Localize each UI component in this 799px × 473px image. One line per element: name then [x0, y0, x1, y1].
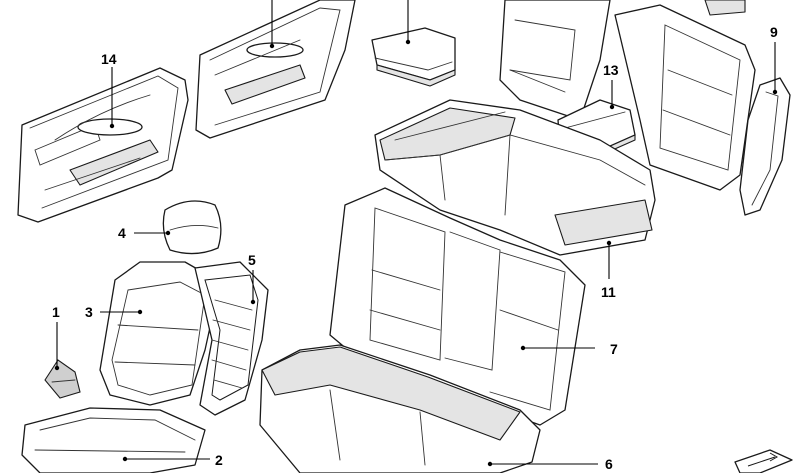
callout-9: 9	[770, 24, 778, 40]
upper-backrest-part	[499, 0, 756, 191]
rear-bench-cushion-part	[259, 344, 541, 473]
front-seat-cushion-part	[21, 407, 206, 473]
corner-arrow-icon	[734, 449, 793, 473]
callout-2: 2	[215, 452, 223, 468]
callout-6: 6	[605, 456, 613, 472]
callout-labels: 14 4 3 1 5 2 7 6 11 13 9	[52, 24, 778, 472]
callout-7: 7	[610, 341, 618, 357]
leader-lines	[54, 0, 778, 467]
side-bolster-part	[739, 77, 791, 216]
door-panel-upper-part	[195, 0, 356, 139]
callout-4: 4	[118, 225, 126, 241]
headrest-part	[162, 200, 222, 255]
headrest-cushion-part	[371, 27, 456, 87]
backrest-frame-part	[194, 261, 269, 416]
rear-seat-cushion-part	[374, 99, 656, 256]
callout-1: 1	[52, 304, 60, 320]
callout-5: 5	[248, 252, 256, 268]
front-backrest-part	[99, 261, 221, 406]
callout-11: 11	[601, 284, 616, 300]
door-panel-part	[17, 67, 189, 223]
callout-3: 3	[85, 304, 93, 320]
callout-14: 14	[101, 51, 117, 67]
trim-cover-part	[44, 359, 81, 399]
callout-13: 13	[603, 62, 619, 78]
